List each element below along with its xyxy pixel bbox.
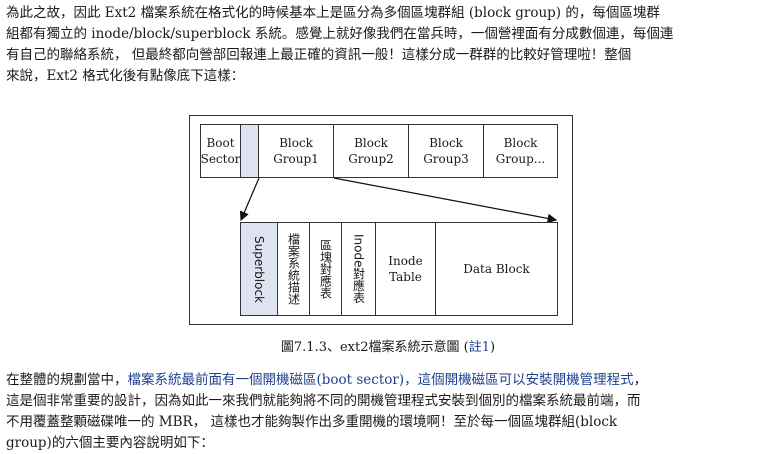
superblock-cell: Superblock	[240, 222, 278, 316]
boot-sector-line1: Boot	[206, 136, 235, 150]
intro-line: 來說，Ext2 格式化後有點像底下這樣：	[6, 68, 245, 84]
inode-table-cell: Inode Table	[376, 222, 436, 316]
block-group-3-line1: Block	[429, 136, 463, 150]
intro-line: 組都有獨立的 inode/block/superblock 系統。感覺上就好像我…	[6, 26, 674, 42]
inode-table-line1: Inode	[388, 254, 423, 268]
para2-line3: 不用覆蓋整顆磁碟唯一的 MBR， 這樣也才能夠製作出多重開機的環境啊！至於每一個…	[6, 414, 618, 430]
block-bitmap-cell: 區塊對應表	[310, 222, 342, 316]
block-group-3-line2: Group3	[423, 152, 469, 166]
boot-sector-cell: Boot Sector	[200, 124, 240, 178]
arrow-left	[239, 177, 260, 222]
block-group-3: Block Group3	[409, 124, 484, 178]
para2-line2: 這是個非常重要的設計，因為如此一來我們就能夠將不同的開機管理程式安裝到個別的檔案…	[6, 393, 641, 409]
footnote-link[interactable]: 註1	[468, 340, 490, 355]
intro-line: 為此之故，因此 Ext2 檔案系統在格式化的時候基本上是區分為多個區塊群組 (b…	[6, 5, 660, 21]
para2-line4: group)的六個主要內容說明如下：	[6, 435, 214, 451]
block-group-1-line1: Block	[279, 136, 313, 150]
caption-close: )	[490, 340, 496, 355]
boot-sector-line2: Sector	[200, 152, 241, 166]
caption-text: 圖7.1.3、ext2檔案系統示意圖 (	[280, 340, 469, 355]
block-group-more-line1: Block	[503, 136, 538, 150]
block-group-2-line1: Block	[354, 136, 388, 150]
inode-bitmap-cell: Inode對應表	[342, 222, 376, 316]
inode-table-line2: Table	[389, 270, 422, 284]
block-group-1-line2: Group1	[273, 152, 319, 166]
inode-bitmap-zh: 對應表	[351, 267, 366, 304]
fs-description-cell: 檔案系統描述	[278, 222, 310, 316]
intro-line: 有自己的聯絡系統， 但最終都向營部回報連上最正確的資訊一般！這樣分成一群群的比較…	[6, 47, 632, 63]
block-group-more: Block Group...	[484, 124, 558, 178]
para2-highlight: 檔案系統最前面有一個開機磁區(boot sector)，這個開機磁區可以安裝開機…	[127, 372, 634, 388]
arrow-right	[333, 177, 558, 224]
second-paragraph: 在整體的規劃當中，檔案系統最前面有一個開機磁區(boot sector)，這個開…	[6, 370, 768, 454]
block-group-2-line2: Group2	[348, 152, 394, 166]
para2-line1: 在整體的規劃當中，檔案系統最前面有一個開機磁區(boot sector)，這個開…	[6, 370, 768, 391]
figure-caption: 圖7.1.3、ext2檔案系統示意圖 (註1)	[0, 336, 776, 355]
ext2-diagram: Boot Sector Block Group1 Block Group2 Bl…	[189, 115, 573, 325]
boot-sector-fill	[240, 124, 259, 178]
data-block-label: Data Block	[463, 262, 530, 276]
para2-line1-post: ，	[633, 372, 648, 388]
expansion-arrows	[239, 177, 558, 224]
fs-description-label: 檔案系統描述	[286, 233, 301, 305]
inode-bitmap-en: Inode	[351, 234, 366, 268]
para2-line1-pre: 在整體的規劃當中，	[6, 372, 128, 388]
superblock-label: Superblock	[252, 235, 266, 303]
data-block-cell: Data Block	[436, 222, 558, 316]
inode-bitmap-label: Inode對應表	[352, 234, 366, 304]
block-group-more-line2: Group...	[495, 152, 546, 166]
block-group-2: Block Group2	[334, 124, 409, 178]
block-bitmap-label: 區塊對應表	[318, 239, 333, 299]
intro-paragraph: 為此之故，因此 Ext2 檔案系統在格式化的時候基本上是區分為多個區塊群組 (b…	[6, 3, 768, 87]
block-group-1: Block Group1	[259, 124, 334, 178]
